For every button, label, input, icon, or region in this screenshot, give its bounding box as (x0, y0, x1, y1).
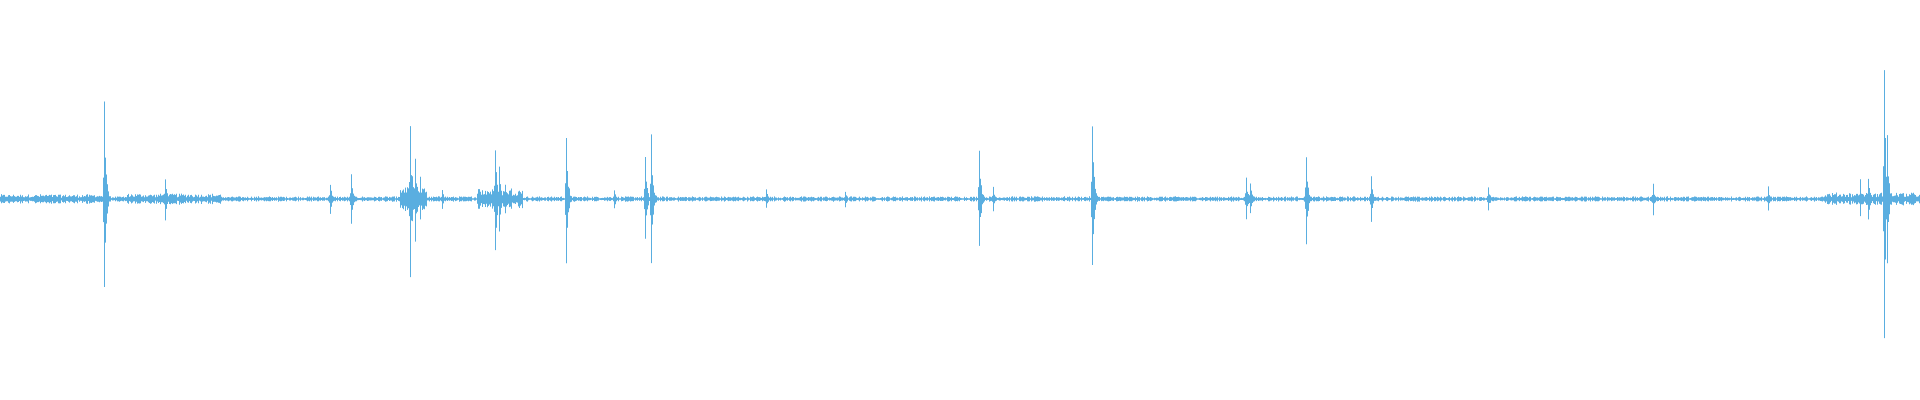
waveform-trace (0, 70, 1920, 339)
